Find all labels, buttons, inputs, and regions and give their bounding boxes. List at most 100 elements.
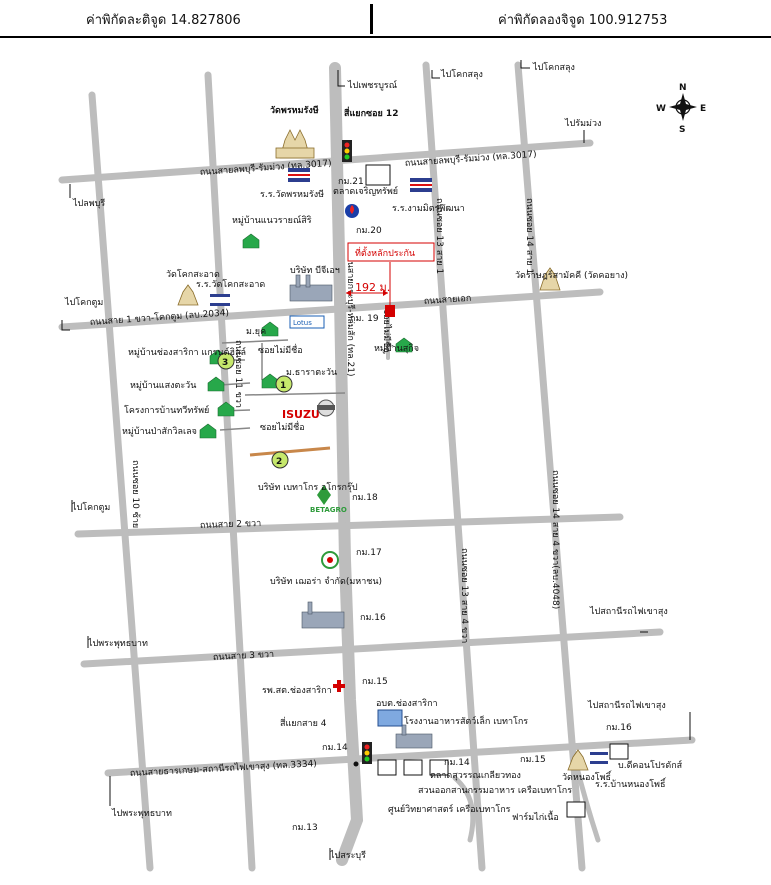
hospital-label: รพ.สต.ช่องสาริกา <box>262 685 332 696</box>
road-label-soi14-1: ถนนซอย 14 สาย 1 <box>524 198 534 274</box>
ban-moo-label: ม.ยุค <box>246 327 266 337</box>
village-icons <box>199 233 413 439</box>
road-network <box>58 61 696 872</box>
pdecon-label: บ.ดีคอนโปรดักส์ <box>618 759 683 771</box>
road-label-21: ถนนสายกระบุรี-หล่มสัก (ทล.21) <box>345 250 356 376</box>
dir-khoksalung-1: ไปโคกสลุง <box>440 69 483 80</box>
lotus-label: Lotus <box>293 319 312 327</box>
wat-nong-label: วัดหนองโพธิ์ <box>562 770 613 783</box>
dir-khoktum-1: ไปโคกตูม <box>64 297 103 308</box>
dir-khoksalung-2: ไปโคกสลุง <box>532 62 575 73</box>
road-soi11 <box>204 71 256 872</box>
road-highway-21 <box>329 62 364 866</box>
wat-rat-label: วัดราษฎร์สามัคคี (วัดคอยาง) <box>515 269 628 281</box>
temple-icon <box>275 129 315 159</box>
school-flag-icon <box>210 294 230 306</box>
marker-3: 3 <box>222 358 228 368</box>
road-2034 <box>58 288 604 331</box>
km-dots <box>353 761 359 767</box>
school-khok-label: ร.ร.วัดโคกสะอาด <box>196 279 265 290</box>
road-label-ek: ถนนสายเอก <box>424 294 472 307</box>
km14-label: กม.14 <box>322 743 348 753</box>
road-label-soi13-1: ถนนซอย 13 สาย 1 <box>434 198 444 274</box>
farm-label: ฟาร์มไก่เนื้อ <box>512 810 559 823</box>
road-sai3 <box>80 628 664 668</box>
dir-station-2: ไปสถานีรถไฟเขาสุง <box>587 700 666 711</box>
government-office-icon <box>377 709 403 727</box>
cpf-label: บริษัท เฌอร่า จำกัด(มหาชน) <box>270 576 382 587</box>
hospital-cross-icon <box>333 680 345 692</box>
isuzu-logo: ISUZU <box>282 408 320 421</box>
school-flag-icon <box>410 178 432 192</box>
ban-tara-label: ม.ธาราตะวัน <box>286 368 337 378</box>
road-soi10 <box>88 91 154 872</box>
km15-label: กม.15 <box>362 677 388 687</box>
dir-phraphutthabat-1: ไปพระพุทธบาท <box>87 638 148 649</box>
intersection-4-label: สี่แยกสาย 4 <box>280 716 327 729</box>
village-saeng-label: หมู่บ้านแสงตะวัน <box>130 380 196 391</box>
nissan-logo-icon <box>317 399 335 417</box>
km21-label: กม.21 <box>338 177 364 187</box>
traffic-light-icon <box>342 140 352 162</box>
temple-icon <box>539 267 561 291</box>
school-1-label: ร.ร.วัดพรหมรังษี <box>260 189 324 200</box>
intersection-12-label: สี่แยกซอย 12 <box>343 106 398 119</box>
latitude-label: ค่าพิกัดละติจูด 14.827806 <box>86 13 241 28</box>
dir-station-1: ไปสถานีรถไฟเขาสุง <box>589 606 668 617</box>
marker-1: 1 <box>280 381 286 391</box>
header-divider <box>370 4 373 34</box>
factory-icons <box>289 274 433 749</box>
road-label-soi11: ถนนซอย 11 ขวา <box>233 340 243 408</box>
compass-n-label: N <box>679 83 687 93</box>
compass-s-label: S <box>679 125 685 135</box>
wat-khok-label: วัดโคกสะอาด <box>166 269 220 280</box>
soi-nochue-1-label: ซอยไม่มีชื่อ <box>258 343 303 356</box>
dir-lopburi: ไปลพบุรี <box>72 198 105 209</box>
village-rai-label: หมู่บ้านแนวรายณ์สิริ <box>232 214 312 226</box>
road-3017 <box>58 139 594 184</box>
lotus-store-icon: Lotus <box>289 315 325 329</box>
direction-arrows <box>61 60 691 860</box>
longitude-label: ค่าพิกัดลองจิจูด 100.912753 <box>498 13 668 28</box>
km14b-label: กม.14 <box>444 758 470 768</box>
compass-rose: N S W E <box>656 83 706 135</box>
road-label-soi10: ถนนซอย 10 ซ้าย <box>130 460 141 528</box>
science-label: ศูนย์วิทยาศาสตร์ เครือเบทาโกร <box>388 803 511 815</box>
road-label-soi-nochue-v: ซอยไม่มีชื่อ <box>381 308 394 353</box>
coordinate-header: ค่าพิกัดละติจูด 14.827806 ค่าพิกัดลองจิจ… <box>0 0 771 38</box>
km15b-label: กม.15 <box>520 755 546 765</box>
dir-khoktum-2: ไปโคกตูม <box>71 502 110 513</box>
market-kong-label: ตลาดสุวรรณเกลียวทอง <box>430 770 521 781</box>
feed-factory-label: โรงงานอาหารสัตว์เล็ก เบทาโกร <box>404 714 528 727</box>
road-label-3334: ถนนสายธารเกษม-สถานีรถไฟเขาสุง (ทล.3334) <box>130 758 318 779</box>
distance-label: 192 ม. <box>355 281 390 294</box>
km16-label: กม.16 <box>360 613 386 623</box>
village-sukit-label: หมู่บ้านสุกิจ <box>374 343 419 354</box>
school-nong-label: ร.ร.บ้านหนองโพธิ์ <box>595 777 667 790</box>
road-label-3017b: ถนนสายลพบุรี-รัมม่วง (ทล.3017) <box>199 158 332 178</box>
betagro-text: BETAGRO <box>310 506 347 514</box>
km17-label: กม.17 <box>356 548 382 558</box>
dir-phetchabun: ไปเพชรบูรณ์ <box>347 79 397 91</box>
traffic-light-icon <box>362 742 372 764</box>
bgp-label: บริษัท บีจีเอฯ <box>290 265 340 276</box>
road-3334 <box>104 736 696 777</box>
road-sai2 <box>74 513 624 538</box>
dir-rammuang: ไปรัมม่วง <box>564 118 601 129</box>
numbered-markers: 3 1 2 <box>217 352 293 469</box>
dir-saraburi: ไปสระบุรี <box>329 850 366 861</box>
betagro-logo-icon <box>317 485 331 505</box>
marker-2: 2 <box>276 457 282 467</box>
garden-label: สวนออกสานกรรมอาหาร เครือเบทาโกร <box>418 785 572 796</box>
temple-icon <box>567 749 589 771</box>
betagro-company-label: บริษัท เบทาโกร อโกรกรุ๊ป <box>258 482 358 493</box>
project-sap-label: โครงการบ้านทวีทรัพย์ <box>124 404 209 416</box>
soi-nochue-2-label: ซอยไม่มีชื่อ <box>260 420 305 433</box>
road-label-sai2: ถนนสาย 2 ขวา <box>200 519 262 531</box>
road-label-soi13-4: ถนนซอย 13 สาย 4 ขวา <box>459 548 469 643</box>
road-soi14 <box>514 61 586 872</box>
school-2-label: ร.ร.งามมิตรพัฒนา <box>392 203 465 214</box>
market-label: ตลาดเจริญทรัพย์ <box>333 185 398 197</box>
company-logo-icon <box>321 551 339 569</box>
